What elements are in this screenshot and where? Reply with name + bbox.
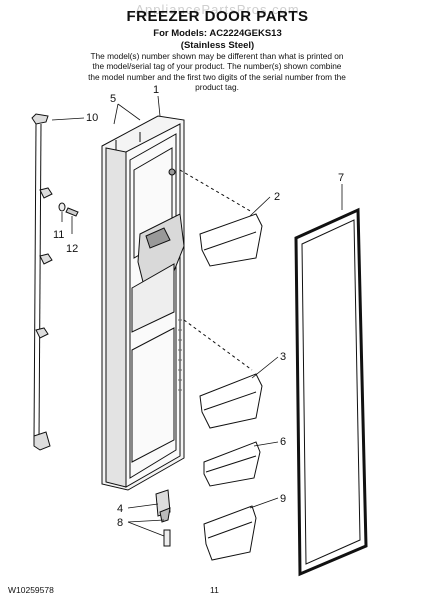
door-bin-2 bbox=[179, 169, 263, 267]
callout-11: 11 bbox=[53, 229, 64, 241]
hinge-rod-part bbox=[31, 113, 53, 451]
finish-line: (Stainless Steel) bbox=[180, 40, 255, 51]
door-bin-3 bbox=[183, 319, 263, 429]
callout-7: 7 bbox=[338, 172, 344, 184]
callout-12: 12 bbox=[66, 243, 78, 255]
models-line: For Models: AC2224GEKS13 bbox=[153, 28, 282, 39]
door-bin-6 bbox=[203, 441, 261, 487]
callout-9: 9 bbox=[280, 493, 286, 505]
callout-2: 2 bbox=[274, 191, 280, 203]
callout-8: 8 bbox=[117, 517, 123, 529]
door-gasket-part bbox=[294, 207, 368, 577]
model-note: The model(s) number shown may be differe… bbox=[88, 51, 346, 92]
callout-10: 10 bbox=[86, 112, 98, 124]
callout-4: 4 bbox=[117, 503, 123, 515]
screw-parts bbox=[58, 202, 79, 217]
page-title: FREEZER DOOR PARTS bbox=[126, 8, 309, 25]
door-bin-9 bbox=[203, 505, 257, 561]
callout-3: 3 bbox=[280, 351, 286, 363]
page-number: 11 bbox=[210, 585, 219, 595]
document-number: W10259578 bbox=[8, 585, 54, 595]
callout-5: 5 bbox=[110, 93, 116, 105]
watermark: AppliancePartsPros.com bbox=[135, 2, 300, 17]
freezer-door-part bbox=[101, 115, 185, 491]
hinge-bracket-part bbox=[155, 489, 171, 547]
callout-1: 1 bbox=[153, 84, 159, 96]
callout-6: 6 bbox=[280, 436, 286, 448]
